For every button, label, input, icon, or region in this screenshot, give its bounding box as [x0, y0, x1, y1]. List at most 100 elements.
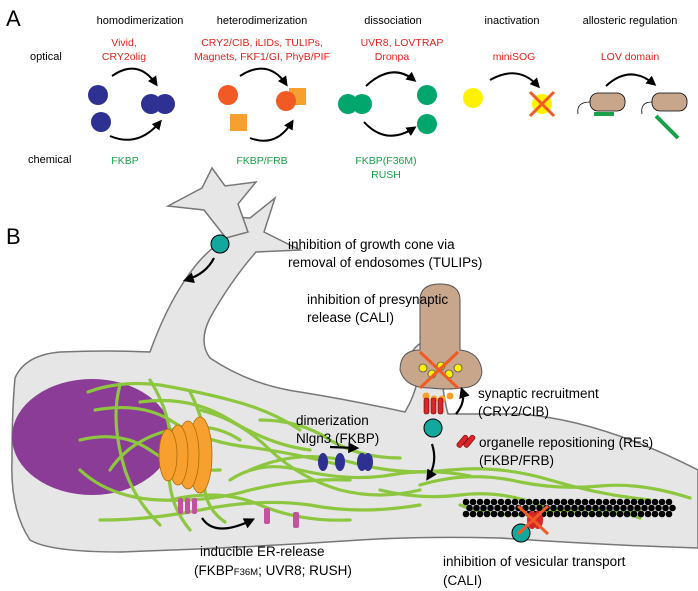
partner-b-icon: [230, 114, 247, 131]
tubulin-bead: [476, 498, 484, 506]
inactivation-illustration: [463, 72, 556, 118]
label-synaptic-recruitment-line1: synaptic recruitment: [478, 386, 599, 401]
label-presynaptic-line2: release (CALI): [307, 310, 394, 325]
tubulin-bead: [581, 498, 589, 506]
tubulin-bead: [578, 504, 585, 512]
tubulin-bead: [669, 504, 676, 512]
tubulin-bead: [564, 504, 571, 512]
tubulin-bead: [483, 498, 491, 506]
dissociation-illustration: [338, 71, 437, 137]
er-cargo-cluster: [178, 498, 299, 528]
tubulin-bead: [508, 504, 515, 512]
er-release-prefix: (FKBP: [194, 563, 234, 578]
monomer-icon: [88, 85, 108, 105]
optical-dissoc-line1: UVR8, LOVTRAP: [361, 37, 444, 49]
tubulin-bead: [490, 498, 498, 506]
cross-icon: [528, 90, 556, 118]
chemical-hetero-line1: FKBP/FRB: [236, 155, 287, 167]
tubulin-bead: [637, 498, 645, 506]
tubulin-bead: [630, 510, 638, 518]
tubulin-bead: [487, 504, 494, 512]
optical-arrow-icon: [111, 67, 158, 87]
tubulin-bead: [476, 510, 484, 518]
tubulin-bead: [665, 498, 673, 506]
label-vesicular-line1: inhibition of vesicular transport: [443, 554, 626, 569]
tubulin-bead: [588, 510, 596, 518]
tubulin-bead: [655, 504, 662, 512]
optical-arrow-icon: [239, 67, 288, 87]
tubulin-bead: [494, 504, 501, 512]
tubulin-bead: [557, 504, 564, 512]
dimer-icon: [141, 94, 161, 114]
dimer-icon: [155, 94, 175, 114]
growth-cone-endosome-icon: [210, 234, 230, 254]
tubulin-bead: [581, 510, 589, 518]
tubulin-bead: [480, 504, 487, 512]
tubulin-bead: [567, 498, 575, 506]
tubulin-bead: [620, 504, 627, 512]
tubulin-bead: [469, 498, 477, 506]
label-er-release-line1: inducible ER-release: [200, 544, 325, 559]
label-vesicular-line2: (CALI): [443, 573, 482, 588]
chemical-homo-line1: FKBP: [111, 155, 138, 167]
optical-arrow-icon: [605, 73, 657, 87]
tubulin-bead: [623, 510, 631, 518]
chemical-arrow-icon: [109, 119, 162, 141]
label-dimerization-line1: dimerization: [296, 413, 369, 428]
postsynaptic-spine: [422, 386, 476, 481]
row-label-chemical: chemical: [28, 154, 71, 166]
label-synaptic-recruitment-line2: (CRY2/CIB): [478, 404, 549, 419]
bound-pair-icon: [352, 94, 372, 114]
tubulin-bead: [588, 498, 596, 506]
optical-dissoc-line2: Dronpa: [375, 51, 410, 63]
tubulin-bead: [571, 504, 578, 512]
allosteric-illustration: [577, 73, 688, 140]
optical-homo-line2: CRY2olig: [102, 51, 146, 63]
released-monomer-icon: [417, 114, 437, 134]
tubulin-bead: [644, 498, 652, 506]
chemical-dissoc-line2: RUSH: [371, 169, 401, 181]
optical-allo-line1: LOV domain: [601, 51, 660, 63]
tubulin-bead: [560, 510, 568, 518]
optical-arrow-icon: [365, 71, 417, 87]
header-heterodimerization: heterodimerization: [217, 15, 308, 27]
cross-icon: [516, 504, 550, 536]
bound-pair-icon: [338, 94, 358, 114]
optical-homo-line1: Vivid,: [111, 37, 137, 49]
tubulin-bead: [546, 510, 554, 518]
tubulin-bead: [490, 510, 498, 518]
tubulin-bead: [648, 504, 655, 512]
tubulin-bead: [662, 504, 669, 512]
tubulin-bead: [504, 498, 512, 506]
header-homodimerization: homodimerization: [97, 15, 184, 27]
tubulin-bead: [602, 498, 610, 506]
tubulin-bead: [623, 498, 631, 506]
tubulin-bead: [595, 498, 603, 506]
homodimerization-illustration: [88, 67, 175, 141]
tubulin-bead: [466, 504, 473, 512]
header-allosteric-regulation: allosteric regulation: [583, 15, 678, 27]
label-organelle-line2: (FKBP/FRB): [479, 453, 554, 468]
panel-a-label: A: [6, 6, 21, 31]
tubulin-bead: [550, 504, 557, 512]
golgi-apparatus: [158, 416, 213, 494]
tubulin-bead: [630, 498, 638, 506]
tubulin-bead: [606, 504, 613, 512]
header-dissociation: dissociation: [364, 15, 421, 27]
chemical-dissoc-line1: FKBP(F36M): [355, 155, 416, 167]
tubulin-bead: [637, 510, 645, 518]
tubulin-bead: [592, 504, 599, 512]
complex-circle-icon: [276, 91, 296, 111]
active-protein-icon: [463, 88, 483, 108]
monomer-icon: [91, 112, 111, 132]
label-growth-cone-line1: inhibition of growth cone via: [288, 237, 455, 252]
tubulin-bead: [553, 498, 561, 506]
tubulin-bead: [627, 504, 634, 512]
tubulin-bead: [501, 504, 508, 512]
tubulin-bead: [504, 510, 512, 518]
repositioning-arrow-icon: [426, 443, 437, 481]
tubulin-bead: [602, 510, 610, 518]
tubulin-bead: [665, 510, 673, 518]
tubulin-bead: [595, 510, 603, 518]
tubulin-bead: [567, 510, 575, 518]
